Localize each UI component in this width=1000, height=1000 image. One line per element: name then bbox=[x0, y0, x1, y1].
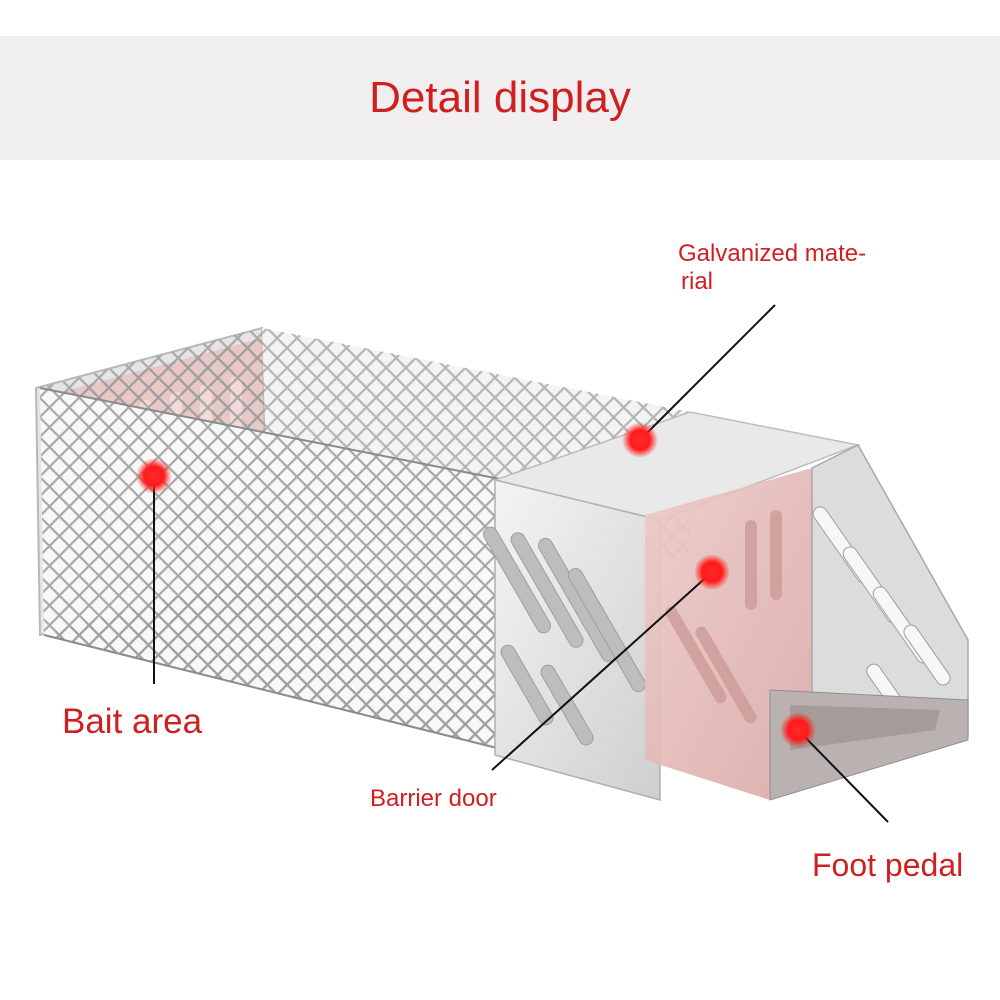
label-barrier-door: Barrier door bbox=[370, 785, 497, 812]
entrance-housing bbox=[483, 411, 969, 801]
label-galvanized-material-line2: rial bbox=[681, 268, 714, 295]
callout-lines bbox=[153, 304, 889, 823]
marker-galvanized bbox=[622, 422, 658, 458]
marker-foot-pedal bbox=[780, 712, 816, 748]
markers bbox=[136, 422, 816, 748]
label-bait-area: Bait area bbox=[62, 702, 203, 741]
marker-barrier-door bbox=[694, 554, 730, 590]
page-title: Detail display bbox=[369, 73, 631, 122]
marker-bait-area bbox=[136, 458, 172, 494]
label-galvanized-material-line1: Galvanized mate- bbox=[678, 240, 867, 267]
label-foot-pedal: Foot pedal bbox=[812, 847, 964, 883]
header-band bbox=[0, 36, 1000, 160]
